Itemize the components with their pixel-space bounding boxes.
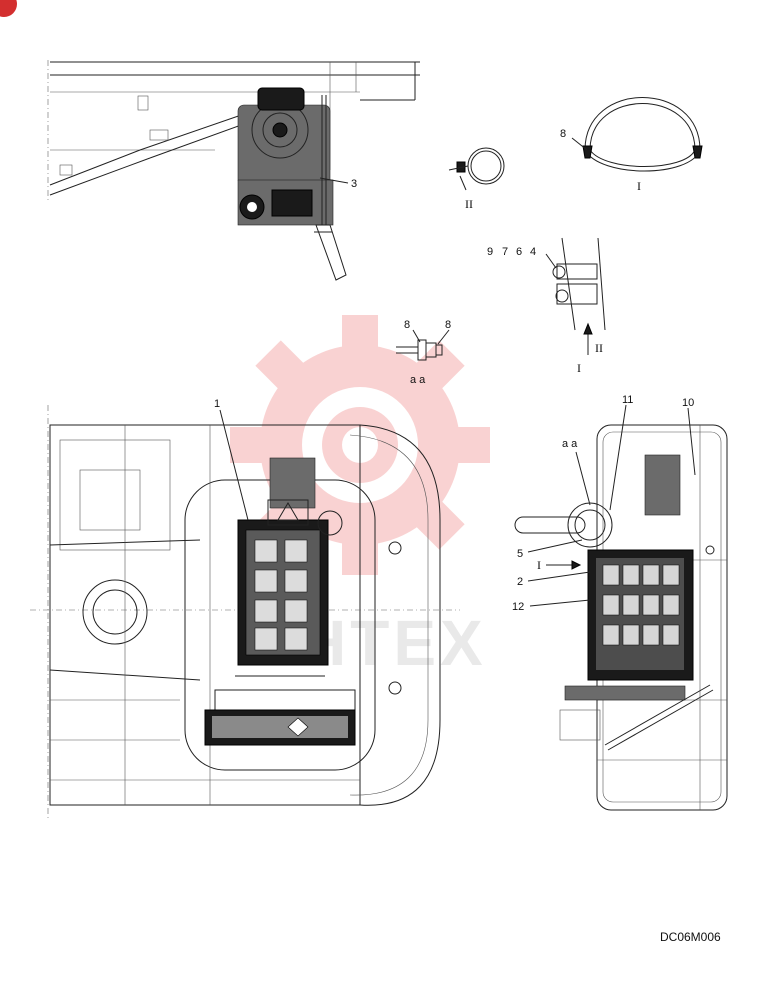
part-label-10: 10: [682, 397, 694, 409]
part-label-4: 4: [530, 246, 536, 258]
part-label-8-b: 8: [445, 319, 451, 331]
part-label-2: 2: [517, 576, 523, 588]
section-label-aa-bolt: a a: [410, 374, 426, 386]
view-label-1-side: I: [537, 558, 541, 572]
part-label-8-a: 8: [404, 319, 410, 331]
part-label-1: 1: [214, 398, 220, 410]
compartment-right-view: I a a 11 10 5 2 12: [512, 394, 728, 811]
part-label-12: 12: [512, 601, 524, 613]
compartment-left-view: 1: [30, 398, 460, 820]
part-label-6: 6: [516, 246, 522, 258]
cylinder-row-left: [254, 539, 308, 651]
part-label-11: 11: [622, 394, 633, 406]
corner-badge-icon: [0, 0, 17, 17]
drawing-code: DC06M006: [660, 930, 721, 944]
part-label-7: 7: [502, 246, 508, 258]
part-label-5: 5: [517, 548, 523, 560]
part-label-8-clamp: 8: [560, 128, 566, 140]
section-label-aa-side: a a: [562, 438, 578, 450]
detail-bracket: 9 7 6 4 II I: [487, 237, 606, 375]
part-label-3: 3: [351, 178, 357, 190]
view-label-2-small: II: [465, 197, 473, 211]
detail-view-2: II: [448, 147, 505, 211]
detail-aa-bolt: 8 8 a a: [396, 319, 451, 386]
cylinder-row-right: [602, 564, 680, 646]
part-label-9: 9: [487, 246, 493, 258]
top-engine-view: 3: [47, 60, 420, 281]
view-label-1-arrow: I: [577, 361, 581, 375]
detail-view-1: 8 I: [560, 97, 703, 193]
watermark-text: HTEX: [300, 607, 487, 679]
view-label-1-clamp: I: [637, 179, 641, 193]
view-label-2-arrow: II: [595, 341, 603, 355]
